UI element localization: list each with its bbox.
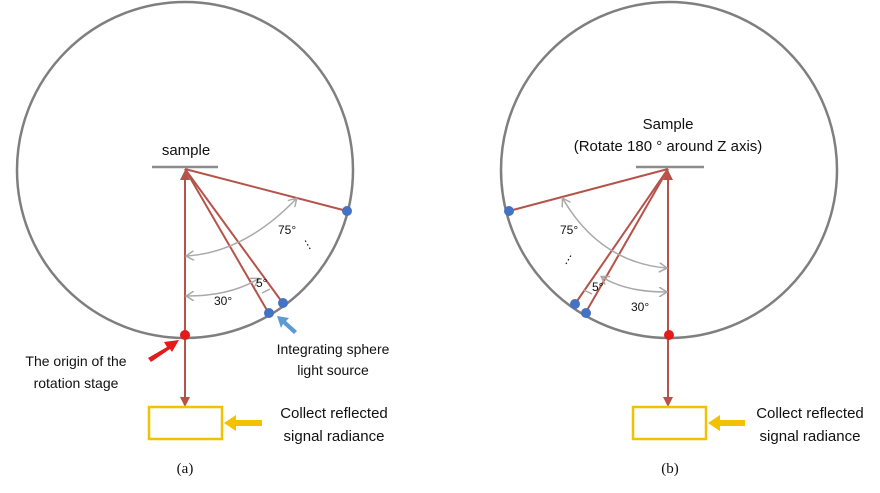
source-dot-2 <box>581 308 591 318</box>
source-dot-1 <box>570 299 580 309</box>
angle-30-label: 30° <box>214 294 232 308</box>
arc-30 <box>602 277 666 292</box>
source-dot-75 <box>504 206 514 216</box>
source-dot-1 <box>264 308 274 318</box>
angle-75-label: 75° <box>560 223 578 237</box>
origin-label-line1: The origin of the <box>25 353 126 369</box>
arc-75 <box>187 199 296 256</box>
sample-label-line2: (Rotate 180 ° around Z axis) <box>574 138 763 155</box>
angle-30-label: 30° <box>631 300 649 314</box>
source-label-line2: light source <box>297 362 369 378</box>
sample-label: sample <box>162 142 210 159</box>
arc-30 <box>187 279 258 296</box>
collect-label-line1: Collect reflected <box>756 405 864 422</box>
angle-5-label: 5° <box>256 276 268 290</box>
caption-b: (b) <box>661 461 679 477</box>
collect-label-line2: signal radiance <box>760 428 861 445</box>
collect-label-line2: signal radiance <box>284 428 385 445</box>
angle-75-label: 75° <box>278 223 296 237</box>
arc-75 <box>563 199 666 268</box>
caption-a: (a) <box>177 461 194 477</box>
panel-b: Sample (Rotate 180 ° around Z axis) 75° … <box>499 0 864 477</box>
ray-to-75 <box>184 168 348 212</box>
detector-box <box>631 405 708 441</box>
angle-5-label: 5° <box>592 280 604 294</box>
origin-arrow <box>148 340 179 362</box>
ellipsis-label: ⋮ <box>560 250 577 268</box>
panel-a: sample 75° ⋮ 30° 5° The origin of the ro… <box>15 0 390 477</box>
sample-label-line1: Sample <box>643 116 694 133</box>
ray-source-1 <box>184 168 269 313</box>
source-label-line1: Integrating sphere <box>277 341 390 357</box>
collect-arrow <box>224 415 262 431</box>
origin-label-line2: rotation stage <box>34 375 119 391</box>
origin-dot <box>180 330 190 340</box>
ellipsis-label: ⋮ <box>299 235 316 253</box>
detector-box <box>147 405 224 441</box>
arc-5 <box>261 288 271 294</box>
collect-arrow <box>708 415 745 431</box>
source-arrow <box>277 316 297 334</box>
arc-5 <box>583 289 593 295</box>
collect-label-line1: Collect reflected <box>280 405 388 422</box>
ray-to-75 <box>508 168 669 212</box>
source-dot-2 <box>278 298 288 308</box>
source-dot-75 <box>342 206 352 216</box>
origin-dot <box>664 330 674 340</box>
